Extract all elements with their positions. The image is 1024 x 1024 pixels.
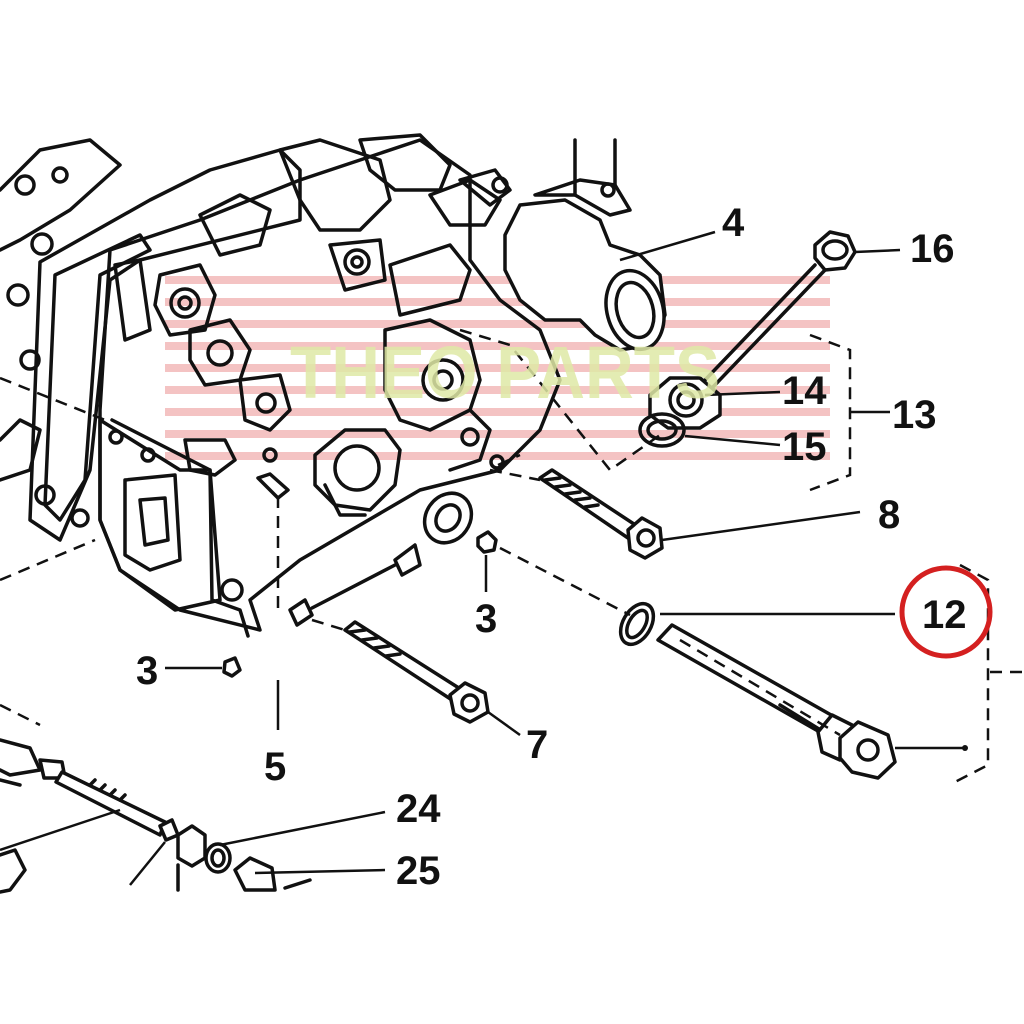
watermark-text: THEO PARTS bbox=[290, 331, 720, 414]
callout-25: 25 bbox=[396, 849, 441, 893]
dowel-pins bbox=[222, 472, 498, 678]
callout-14: 14 bbox=[782, 369, 827, 413]
callout-12: 12 bbox=[922, 593, 967, 637]
highlight-circle bbox=[899, 565, 993, 659]
sensor-assembly bbox=[638, 230, 857, 448]
water-outlet-elbow bbox=[503, 138, 667, 352]
callout-3-right: 3 bbox=[475, 597, 497, 641]
callout-8: 8 bbox=[878, 493, 900, 537]
bolt-part-8 bbox=[538, 468, 664, 560]
callout-24: 24 bbox=[396, 787, 441, 831]
callout-13: 13 bbox=[892, 393, 937, 437]
washers bbox=[422, 491, 474, 545]
callout-7: 7 bbox=[526, 723, 548, 767]
leader-lines bbox=[0, 230, 965, 886]
callout-15: 15 bbox=[782, 425, 827, 469]
callout-5: 5 bbox=[264, 745, 286, 789]
callout-4: 4 bbox=[722, 201, 745, 245]
engine-housing bbox=[0, 133, 562, 638]
callout-16: 16 bbox=[910, 227, 955, 271]
lower-left-parts bbox=[0, 738, 312, 894]
part-12-assembly bbox=[618, 601, 897, 780]
callouts: 4 16 14 13 15 8 12 3 3 7 5 24 25 bbox=[136, 201, 967, 893]
callout-3-left: 3 bbox=[136, 649, 158, 693]
bolt-part-7 bbox=[343, 620, 490, 724]
